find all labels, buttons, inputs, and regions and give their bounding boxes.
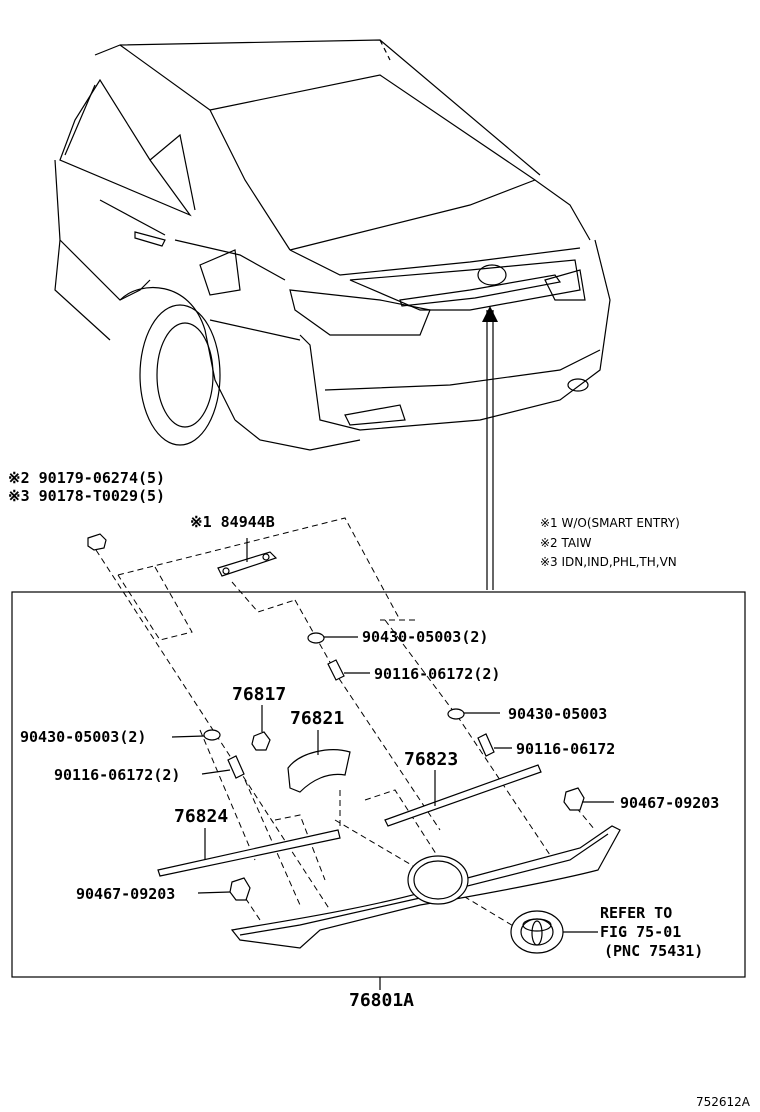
hardware-parts xyxy=(171,632,512,779)
figure-id: 752612A xyxy=(696,1095,751,1109)
notes: ※1 W/O(SMART ENTRY) ※2 TAIW ※3 IDN,IND,P… xyxy=(540,516,680,569)
part-76823 xyxy=(384,764,542,827)
part-clip-right xyxy=(563,787,614,811)
garnish-part xyxy=(230,825,621,949)
note-2: ※2 TAIW xyxy=(540,536,592,550)
label-clip-other: ※3 90178-T0029(5) xyxy=(8,487,165,505)
label-washer-left: 90430-05003(2) xyxy=(20,728,146,746)
label-clip-taiw: ※2 90179-06274(5) xyxy=(8,469,165,487)
label-handle: ※1 84944B xyxy=(190,513,275,531)
label-refer-3: (PNC 75431) xyxy=(604,942,703,960)
label-assembly: 76801A xyxy=(349,990,414,1011)
label-bolt-left: 90116-06172(2) xyxy=(54,766,180,784)
label-refer-1: REFER TO xyxy=(600,904,672,922)
part-labels: 90430-05003(2) 90116-06172(2) 90430-0500… xyxy=(20,628,719,960)
label-washer-top: 90430-05003(2) xyxy=(362,628,488,646)
label-clip-right: 90467-09203 xyxy=(620,794,719,812)
label-76821: 76821 xyxy=(290,708,344,729)
assembly-frame xyxy=(11,591,746,978)
toyota-emblem-icon xyxy=(510,910,598,954)
callout-arrow xyxy=(482,306,498,590)
part-clip-left xyxy=(197,877,251,901)
part-76821 xyxy=(287,730,351,793)
handle-part xyxy=(217,538,278,577)
label-76823: 76823 xyxy=(404,749,458,770)
clip-part xyxy=(87,533,107,551)
label-bolt-top: 90116-06172(2) xyxy=(374,665,500,683)
part-76824 xyxy=(157,828,341,877)
label-washer-right: 90430-05003 xyxy=(508,705,607,723)
part-76817 xyxy=(251,705,271,751)
note-3: ※3 IDN,IND,PHL,TH,VN xyxy=(540,555,677,569)
label-76817: 76817 xyxy=(232,684,286,705)
label-76824: 76824 xyxy=(174,806,228,827)
car-illustration xyxy=(54,39,611,451)
label-refer-2: FIG 75-01 xyxy=(600,923,681,941)
note-1: ※1 W/O(SMART ENTRY) xyxy=(540,516,680,530)
label-bolt-right: 90116-06172 xyxy=(516,740,615,758)
label-clip-left: 90467-09203 xyxy=(76,885,175,903)
